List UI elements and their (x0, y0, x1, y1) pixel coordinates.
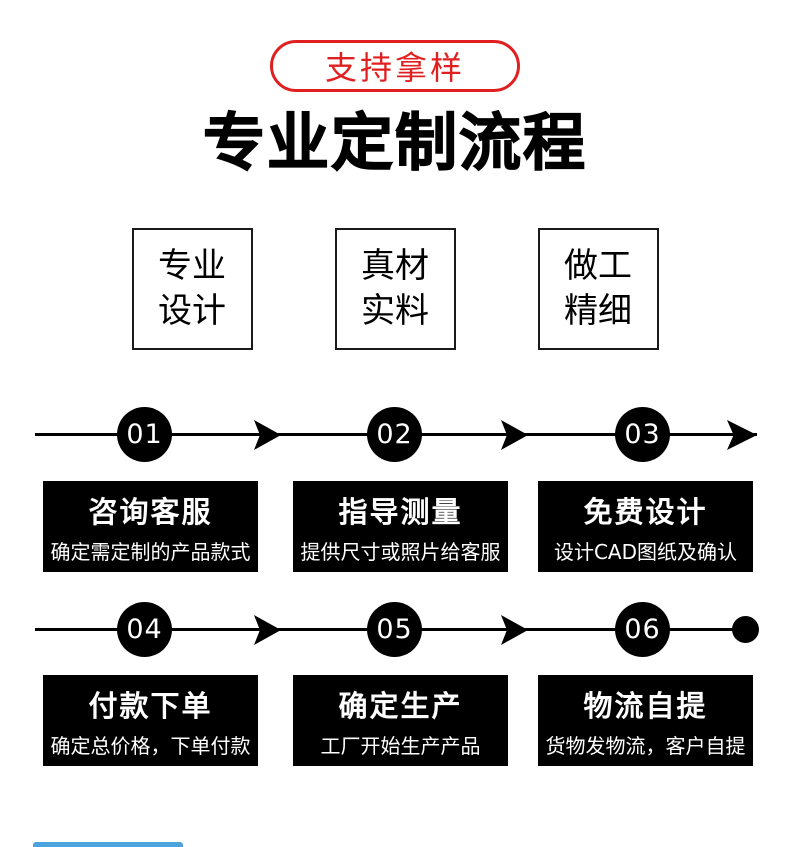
step-circle-04: 04 (117, 602, 172, 657)
step-title: 付款下单 (88, 688, 213, 723)
step-box-production: 确定生产 工厂开始生产产品 (293, 675, 508, 766)
step-title: 指导测量 (338, 494, 463, 529)
step-circle-06: 06 (615, 602, 670, 657)
feature-box-design: 专业 设计 (131, 228, 253, 350)
flow-row-1: 01 02 03 (0, 407, 790, 463)
step-box-free-design: 免费设计 设计CAD图纸及确认 (538, 481, 753, 572)
feature-box-workmanship: 做工 精细 (537, 228, 659, 350)
step-box-payment: 付款下单 确定总价格，下单付款 (43, 675, 258, 766)
step-title: 免费设计 (583, 494, 708, 529)
flow-row-2: 04 05 06 (0, 602, 790, 658)
step-title: 咨询客服 (88, 494, 213, 529)
step-desc: 确定总价格，下单付款 (50, 733, 251, 758)
step-box-measure: 指导测量 提供尺寸或照片给客服 (293, 481, 508, 572)
cutoff-blue-strip (33, 842, 183, 847)
page-title: 专业定制流程 (202, 105, 587, 179)
step-desc: 工厂开始生产产品 (320, 733, 481, 758)
step-box-consult: 咨询客服 确定需定制的产品款式 (43, 481, 258, 572)
step-desc: 设计CAD图纸及确认 (553, 539, 738, 564)
step-circle-02: 02 (367, 407, 422, 462)
step-desc: 确定需定制的产品款式 (50, 539, 251, 564)
sample-support-badge-label: 支持拿样 (324, 49, 465, 87)
feature-boxes: 专业 设计 真材 实料 做工 精细 (0, 228, 790, 350)
feature-box-materials: 真材 实料 (334, 228, 456, 350)
step-title: 确定生产 (338, 688, 463, 723)
step-title: 物流自提 (583, 688, 708, 723)
step-boxes-row-1: 咨询客服 确定需定制的产品款式 指导测量 提供尺寸或照片给客服 免费设计 设计C… (0, 481, 790, 572)
step-desc: 提供尺寸或照片给客服 (300, 539, 501, 564)
step-circle-03: 03 (615, 407, 670, 462)
step-boxes-row-2: 付款下单 确定总价格，下单付款 确定生产 工厂开始生产产品 物流自提 货物发物流… (0, 675, 790, 766)
sample-support-badge: 支持拿样 (270, 40, 520, 92)
step-desc: 货物发物流，客户自提 (545, 733, 746, 758)
step-circle-01: 01 (117, 407, 172, 462)
step-box-logistics: 物流自提 货物发物流，客户自提 (538, 675, 753, 766)
end-dot-icon (732, 616, 759, 643)
step-circle-05: 05 (367, 602, 422, 657)
